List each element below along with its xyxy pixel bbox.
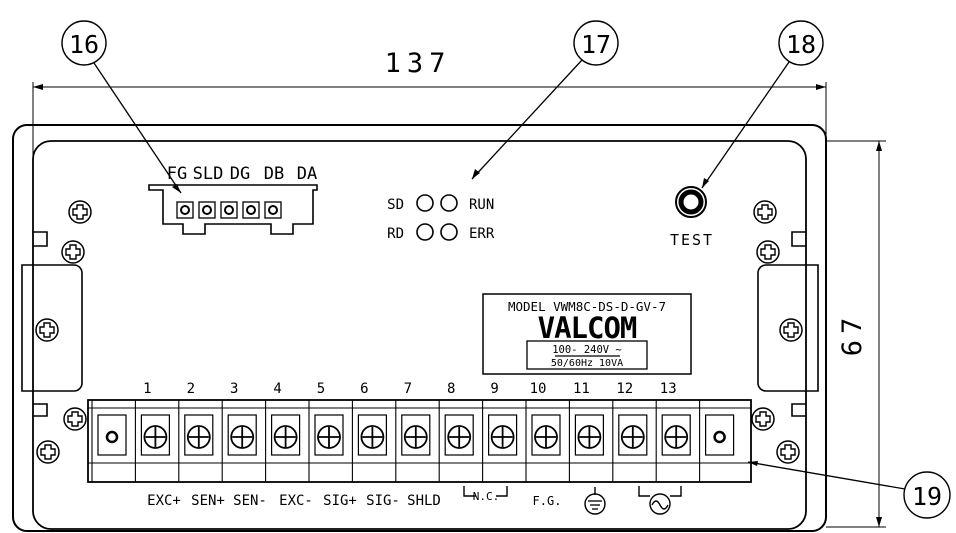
terminal-slot bbox=[568, 400, 605, 482]
terminal-signal-label: SEN+ bbox=[191, 493, 225, 509]
nameplate-model: MODEL VWM8C-DS-D-GV-7 bbox=[508, 299, 666, 314]
terminal-slot bbox=[482, 400, 518, 482]
callout-16-number: 16 bbox=[69, 30, 99, 59]
earth-ground-icon bbox=[584, 487, 606, 515]
led-label-sd: SD bbox=[387, 197, 404, 213]
height-dimension-value: 67 bbox=[837, 312, 868, 357]
terminal-slot bbox=[134, 400, 170, 482]
callout-19: 19 bbox=[747, 461, 951, 519]
connector-pin-label: DB bbox=[264, 164, 284, 184]
phillips-screw-icon bbox=[756, 240, 780, 264]
signal-labels: EXC+ SEN+ SEN- EXC- SIG+ SIG- SHLD bbox=[147, 493, 441, 509]
callout-17: 17 bbox=[471, 20, 619, 180]
nc-bracket: N.C. bbox=[463, 486, 508, 503]
callout-17-number: 17 bbox=[581, 30, 611, 59]
terminal-slot bbox=[178, 400, 214, 482]
nameplate: MODEL VWM8C-DS-D-GV-7 VALCOM 100- 240V ~… bbox=[482, 293, 692, 375]
terminal-slot bbox=[655, 400, 691, 482]
fg-label: F.G. bbox=[533, 494, 562, 508]
terminal-number: 9 bbox=[490, 381, 498, 397]
terminal-slot bbox=[699, 400, 735, 482]
terminal-number: 2 bbox=[187, 381, 195, 397]
led-label-rd: RD bbox=[387, 226, 404, 242]
phillips-screw-icon bbox=[61, 240, 85, 264]
terminal-slot bbox=[91, 400, 127, 482]
phillips-screw-icon bbox=[36, 440, 60, 464]
terminal-slot bbox=[221, 400, 257, 482]
phillips-screw-icon bbox=[68, 200, 92, 224]
terminal-number: 12 bbox=[616, 381, 633, 397]
terminal-signal-label: EXC- bbox=[279, 493, 313, 509]
nameplate-voltage: 100- 240V ~ bbox=[552, 344, 622, 356]
phillips-screw-icon bbox=[753, 200, 777, 224]
terminal-slot bbox=[265, 400, 301, 482]
terminal-signal-label: SIG+ bbox=[323, 493, 357, 509]
width-dimension: 137 bbox=[32, 48, 827, 200]
phillips-screw-icon bbox=[35, 318, 59, 342]
outer-case bbox=[12, 124, 827, 532]
height-dimension: 67 bbox=[826, 140, 886, 528]
terminal-slot bbox=[438, 400, 474, 482]
terminal-number: 7 bbox=[404, 381, 412, 397]
terminal-number: 6 bbox=[360, 381, 368, 397]
connector-pin bbox=[264, 201, 282, 219]
test-button-label: TEST bbox=[670, 231, 714, 249]
right-mount-bracket bbox=[757, 231, 819, 417]
terminal-number: 8 bbox=[447, 381, 455, 397]
connector-pin-label: DA bbox=[297, 164, 317, 184]
connector-pin-label: SLD bbox=[193, 164, 224, 184]
terminal-signal-label: SHLD bbox=[407, 493, 441, 509]
terminal-number: 11 bbox=[573, 381, 590, 397]
terminal-slot bbox=[308, 400, 344, 482]
terminal-number: 10 bbox=[530, 381, 547, 397]
terminal-signal-label: SEN- bbox=[233, 493, 267, 509]
connector-pin bbox=[242, 201, 260, 219]
terminal-number: 5 bbox=[317, 381, 325, 397]
callout-18: 18 bbox=[701, 20, 824, 189]
led-sd bbox=[416, 194, 434, 212]
terminal-number: 4 bbox=[273, 381, 281, 397]
terminal-slot bbox=[395, 400, 431, 482]
terminal-signal-label: SIG- bbox=[366, 493, 400, 509]
nc-label: N.C. bbox=[473, 490, 500, 503]
phillips-screw-icon bbox=[779, 318, 803, 342]
connector-pin bbox=[176, 201, 194, 219]
terminal-number: 13 bbox=[660, 381, 677, 397]
led-label-run: RUN bbox=[469, 197, 494, 213]
panel-screws bbox=[35, 200, 803, 464]
connector-pin-label: DG bbox=[230, 164, 250, 184]
led-label-err: ERR bbox=[469, 226, 495, 242]
led-err bbox=[440, 223, 458, 241]
callout-18-number: 18 bbox=[786, 30, 816, 59]
terminal-number: 1 bbox=[143, 381, 151, 397]
left-mount-bracket bbox=[21, 231, 83, 417]
connector-pin bbox=[220, 201, 238, 219]
phillips-screw-icon bbox=[776, 440, 800, 464]
terminal-slot bbox=[351, 400, 387, 482]
test-button: TEST bbox=[670, 186, 714, 249]
status-leds: SD RD RUN ERR bbox=[387, 194, 495, 242]
callout-19-number: 19 bbox=[912, 482, 942, 511]
led-run bbox=[440, 194, 458, 212]
network-connector: FG SLD DG DB DA bbox=[148, 164, 318, 235]
nameplate-frequency: 50/60Hz 10VA bbox=[551, 358, 623, 369]
width-dimension-value: 137 bbox=[385, 48, 452, 79]
brand-logo: VALCOM bbox=[538, 311, 637, 345]
connector-pin-label: FG bbox=[167, 164, 187, 184]
terminal-signal-label: EXC+ bbox=[147, 493, 181, 509]
front-panel bbox=[32, 140, 807, 530]
terminal-slot bbox=[612, 400, 648, 482]
phillips-screw-icon bbox=[751, 407, 775, 431]
terminal-number: 3 bbox=[230, 381, 238, 397]
terminal-slot bbox=[525, 400, 561, 482]
callout-16: 16 bbox=[61, 20, 182, 194]
connector-pin bbox=[198, 201, 216, 219]
ac-power-icon bbox=[638, 486, 682, 515]
led-rd bbox=[416, 223, 434, 241]
phillips-screw-icon bbox=[63, 407, 87, 431]
